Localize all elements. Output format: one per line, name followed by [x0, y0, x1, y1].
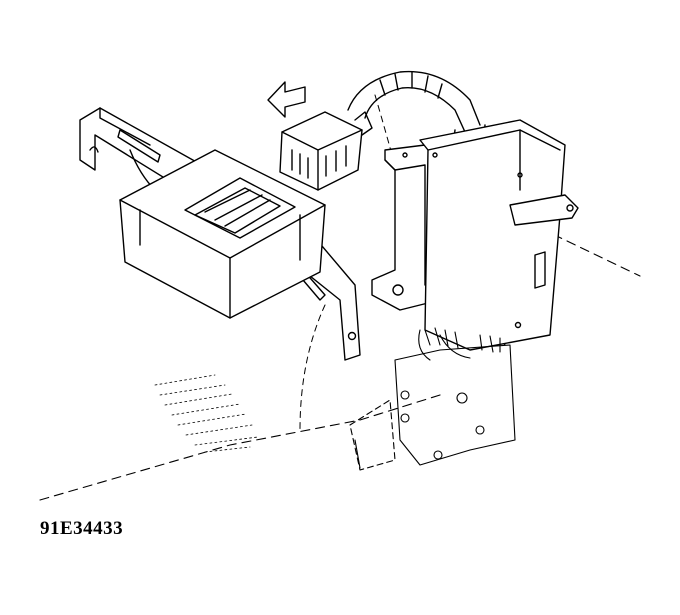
floor-shading: [154, 374, 259, 453]
harness-connector: [279, 111, 373, 191]
dashed-curve-2: [374, 94, 431, 301]
ecu-housing: [419, 119, 579, 351]
figure-id-label: 91E34433: [40, 518, 124, 539]
control-module: [119, 149, 326, 319]
dashed-curve: [299, 304, 326, 431]
dashed-reference-line: [39, 394, 441, 501]
pedal-bracket-assembly: [349, 327, 516, 471]
arrow-icon: [267, 81, 306, 118]
